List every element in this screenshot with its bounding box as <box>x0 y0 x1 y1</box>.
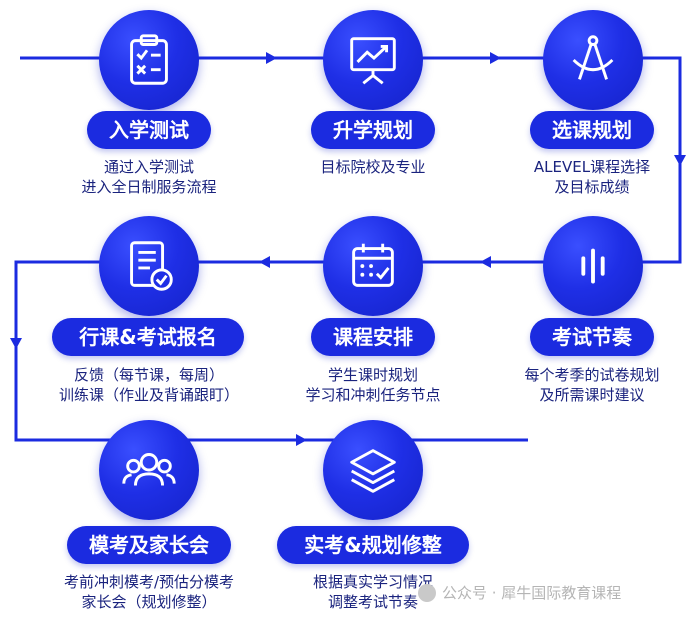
document-check-icon <box>130 241 173 291</box>
wechat-logo-icon <box>418 583 436 602</box>
step-1-title: 入学测试 <box>87 111 211 149</box>
step-1-icon-circle <box>99 10 199 110</box>
step-6-icon-circle <box>99 216 199 316</box>
step-1-description: 通过入学测试 进入全日制服务流程 <box>81 158 217 196</box>
arrow-down-2 <box>10 338 22 349</box>
step-2-title: 升学规划 <box>311 111 435 149</box>
users-group-icon <box>122 453 176 486</box>
step-8-title: 实考&规划修整 <box>277 526 469 564</box>
arrow-right-2 <box>490 52 501 64</box>
step-5-title: 课程安排 <box>311 318 435 356</box>
drafting-compass-icon <box>572 35 614 80</box>
arrow-right-3 <box>296 434 307 446</box>
arrow-right-1 <box>266 52 277 64</box>
clipboard-checklist-icon <box>130 34 168 85</box>
sound-wave-icon <box>581 248 605 284</box>
calendar-check-icon <box>352 243 394 287</box>
watermark: 公众号 · 犀牛国际教育课程 <box>418 582 621 603</box>
presentation-chart-icon <box>350 37 396 85</box>
step-2-icon-circle <box>323 10 423 110</box>
step-4-icon-circle <box>543 216 643 316</box>
watermark-text: 公众号 · 犀牛国际教育课程 <box>442 584 622 602</box>
step-7-description: 考前冲刺模考/预估分模考 家长会（规划修整） <box>63 573 235 611</box>
arrow-left-2 <box>259 256 270 268</box>
step-6-description: 反馈（每节课，每周） 训练课（作业及背诵跟盯） <box>58 366 239 404</box>
step-8-icon-circle <box>323 420 423 520</box>
step-3-description: ALEVEL课程选择 及目标成绩 <box>533 158 651 196</box>
step-3-title: 选课规划 <box>530 111 654 149</box>
arrow-left-1 <box>480 256 491 268</box>
step-8-description: 根据真实学习情况 调整考试节奏 <box>312 573 433 611</box>
step-7-icon-circle <box>99 420 199 520</box>
arrow-down-1 <box>674 155 686 166</box>
step-5-description: 学生课时规划 学习和冲刺任务节点 <box>305 366 441 404</box>
step-7-title: 模考及家长会 <box>67 526 231 564</box>
step-5-icon-circle <box>323 216 423 316</box>
step-6-title: 行课&考试报名 <box>52 318 244 356</box>
step-3-icon-circle <box>543 10 643 110</box>
step-2-description: 目标院校及专业 <box>320 158 426 176</box>
step-4-description: 每个考季的试卷规划 及所需课时建议 <box>524 366 660 404</box>
step-4-title: 考试节奏 <box>530 318 654 356</box>
layers-stack-icon <box>350 449 396 493</box>
